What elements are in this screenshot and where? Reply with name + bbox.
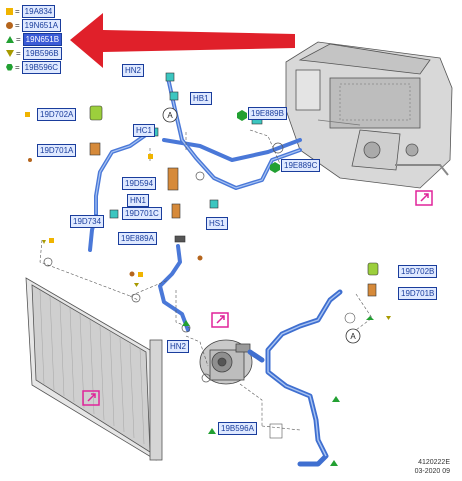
circle-a-label: A: [350, 332, 356, 341]
pressure-switch-19d594: [167, 167, 179, 191]
view-indicators: [82, 190, 433, 406]
callout-19d702b[interactable]: 19D702B: [398, 265, 438, 278]
callout-19d702a[interactable]: 19D702A: [37, 108, 77, 121]
hb1-port-cap: [169, 91, 179, 101]
callout-19b596a[interactable]: 19B596A: [218, 422, 257, 435]
right-fittings: [269, 262, 379, 439]
callout-hc1[interactable]: HC1: [133, 124, 156, 137]
callout-19e889a[interactable]: 19E889A: [118, 232, 157, 245]
clip-icon: [195, 171, 205, 181]
condenser: [25, 277, 163, 461]
legend-code: 19N651A: [21, 18, 62, 32]
circle-a-markers: A A: [162, 107, 361, 344]
callout-19d701a[interactable]: 19D701A: [37, 144, 77, 157]
circle-a-label: A: [167, 111, 173, 120]
callout-hn2-bottom[interactable]: HN2: [167, 340, 190, 353]
view-indicator-icon: [211, 312, 229, 328]
green-triangle-up-icon: [6, 35, 14, 43]
hardware: [43, 142, 284, 383]
yellow-square-icon: [6, 7, 13, 15]
gasket-19e889a: [174, 235, 186, 243]
valve-core-c: [171, 203, 181, 219]
clip-icon: [43, 257, 53, 267]
legend-code: 19B596C: [21, 60, 62, 74]
olive-triangle-down-icon: [6, 49, 14, 57]
clip-icon: [272, 142, 284, 154]
pressure-sensor-b: [367, 262, 379, 276]
legend-item-19b596b[interactable]: = 19B596B: [6, 46, 62, 60]
view-indicator-icon: [415, 190, 433, 206]
leader-lines: [39, 129, 373, 431]
clip-icon: [201, 373, 211, 383]
hs1-cap: [209, 199, 219, 209]
pressure-sensor-a: [89, 105, 103, 121]
seal-washer-19b596a: [269, 423, 283, 439]
o-ring-right: [344, 312, 356, 324]
figure-date: 03-2020 09: [414, 468, 450, 475]
legend-item-19n651b[interactable]: = 19N651B: [6, 32, 63, 46]
hn1-cap: [109, 209, 119, 219]
brown-circle-icon: [6, 21, 13, 29]
hn2-port-cap: [165, 72, 175, 82]
callout-19d734[interactable]: 19D734: [70, 215, 105, 228]
callout-19e889c[interactable]: 19E889C: [281, 159, 321, 172]
legend-item-19b596c[interactable]: = 19B596C: [6, 60, 62, 74]
valve-core-a: [89, 142, 101, 156]
callout-19d701c[interactable]: 19D701C: [122, 207, 162, 220]
compressor: [199, 339, 253, 385]
callout-hs1[interactable]: HS1: [206, 217, 228, 230]
callout-19d594[interactable]: 19D594: [122, 177, 157, 190]
legend-item-19n651a[interactable]: = 19N651A: [6, 18, 62, 32]
valve-core-b: [367, 283, 377, 297]
upper-ac-lines-highlight: [95, 77, 301, 216]
legend-code: 19A834: [21, 4, 56, 18]
callout-hn2-top[interactable]: HN2: [122, 64, 145, 77]
callout-19d701b[interactable]: 19D701B: [398, 287, 438, 300]
symbol-markers: [25, 110, 391, 466]
suction-hose: [247, 289, 343, 467]
hvac-drain-pipe: [395, 164, 449, 176]
figure-reference: 4120222E 03-2020 09: [415, 458, 450, 476]
clip-icon: [131, 293, 141, 303]
hvac-unit: [285, 41, 453, 189]
legend-item-19a834[interactable]: = 19A834: [6, 4, 56, 18]
green-hexagon-icon: [6, 63, 13, 71]
view-indicator-icon: [82, 390, 100, 406]
callout-19e889b[interactable]: 19E889B: [248, 107, 287, 120]
figure-code: 4120222E: [418, 459, 450, 466]
legend-code: 19B596B: [22, 46, 62, 60]
red-pointer-arrow: [70, 13, 295, 68]
callout-hb1[interactable]: HB1: [190, 92, 212, 105]
callout-hn1[interactable]: HN1: [127, 194, 150, 207]
legend-code-selected: 19N651B: [22, 32, 63, 46]
suction-hose-highlight: [267, 291, 341, 457]
